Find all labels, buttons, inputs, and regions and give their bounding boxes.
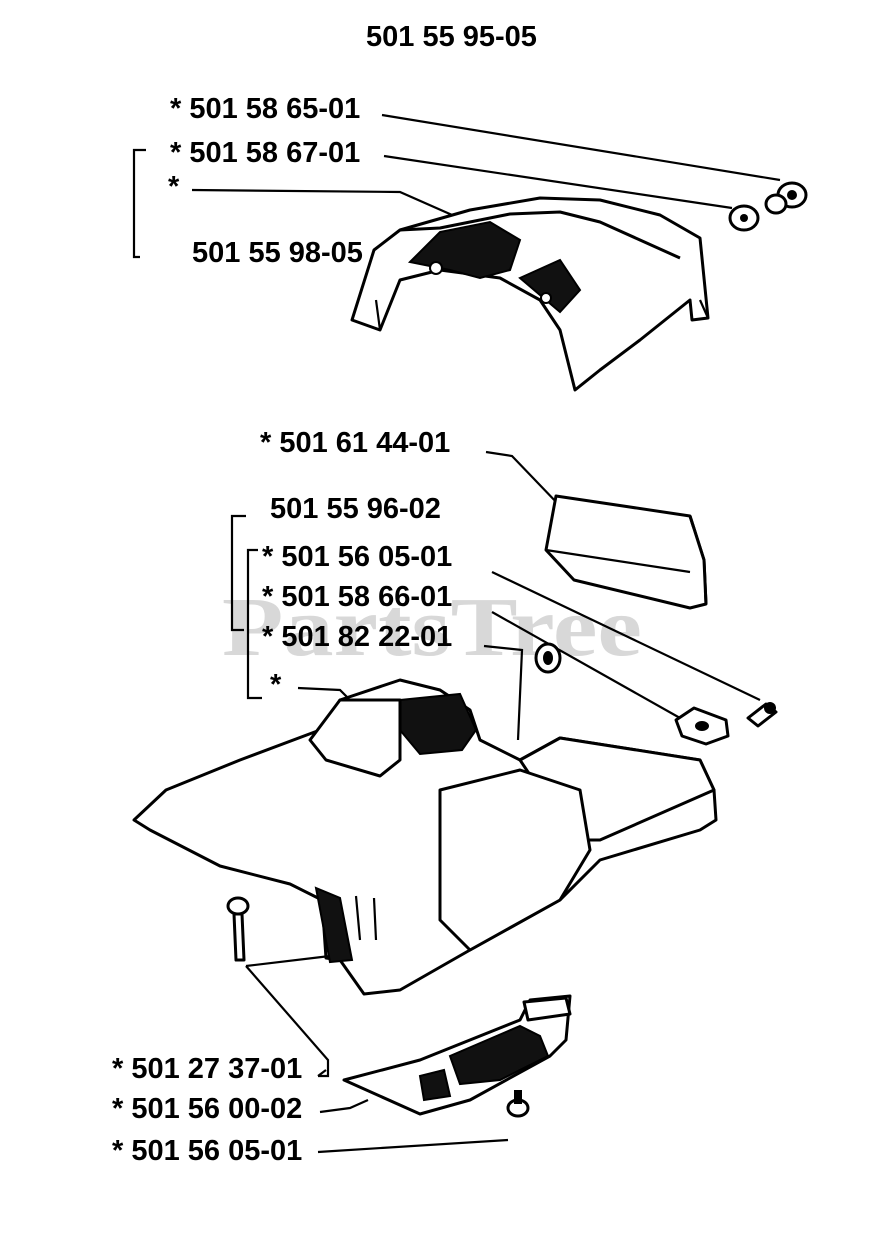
leader-mid-2 xyxy=(491,571,761,701)
bolt-part xyxy=(226,896,250,962)
assembly-label-mid: 501 55 96-02 xyxy=(270,493,441,525)
leader-top-1 xyxy=(381,113,781,182)
bottom-plate-part xyxy=(342,994,572,1116)
leader-bot-1 xyxy=(245,965,330,1078)
watermark-text: PartsTree xyxy=(222,581,642,674)
part-label-top-3: * xyxy=(168,171,180,203)
leader-bot-1b xyxy=(245,954,331,968)
top-cover-part xyxy=(350,196,710,392)
part-label-mid-3: * 501 58 66-01 xyxy=(262,581,452,613)
part-label-mid-4: * 501 82 22-01 xyxy=(262,621,452,653)
bracket-mid-outer xyxy=(230,514,246,632)
knob-part xyxy=(728,181,808,232)
part-label-top-1: * 501 58 65-01 xyxy=(170,93,360,125)
part-label-bot-1: * 501 27 37-01 xyxy=(112,1053,302,1085)
leader-top-2 xyxy=(383,154,733,210)
part-label-bot-2: * 501 56 00-02 xyxy=(112,1093,302,1125)
bracket-mid-inner xyxy=(246,548,262,700)
diagram-title: 501 55 95-05 xyxy=(366,21,537,53)
main-housing-part xyxy=(132,678,718,996)
leader-bot-3 xyxy=(317,1138,509,1154)
part-label-top-2: * 501 58 67-01 xyxy=(170,137,360,169)
bottom-screw-part xyxy=(506,1090,530,1118)
leader-mid-4 xyxy=(483,644,524,741)
leader-mid-1 xyxy=(485,450,561,507)
ring-part xyxy=(534,642,562,674)
bracket-top xyxy=(132,148,146,259)
part-label-mid-5: * xyxy=(270,669,282,701)
part-label-bot-3: * 501 56 05-01 xyxy=(112,1135,302,1167)
adjuster-part xyxy=(674,706,730,746)
screw-part xyxy=(746,702,778,728)
part-label-mid-1: * 501 61 44-01 xyxy=(260,427,450,459)
assembly-label-top: 501 55 98-05 xyxy=(192,237,363,269)
leader-mid-3 xyxy=(491,611,681,719)
part-label-mid-2: * 501 56 05-01 xyxy=(262,541,452,573)
leader-bot-2 xyxy=(319,1098,369,1114)
leader-top-3 xyxy=(191,188,469,224)
air-filter-part xyxy=(544,494,708,610)
